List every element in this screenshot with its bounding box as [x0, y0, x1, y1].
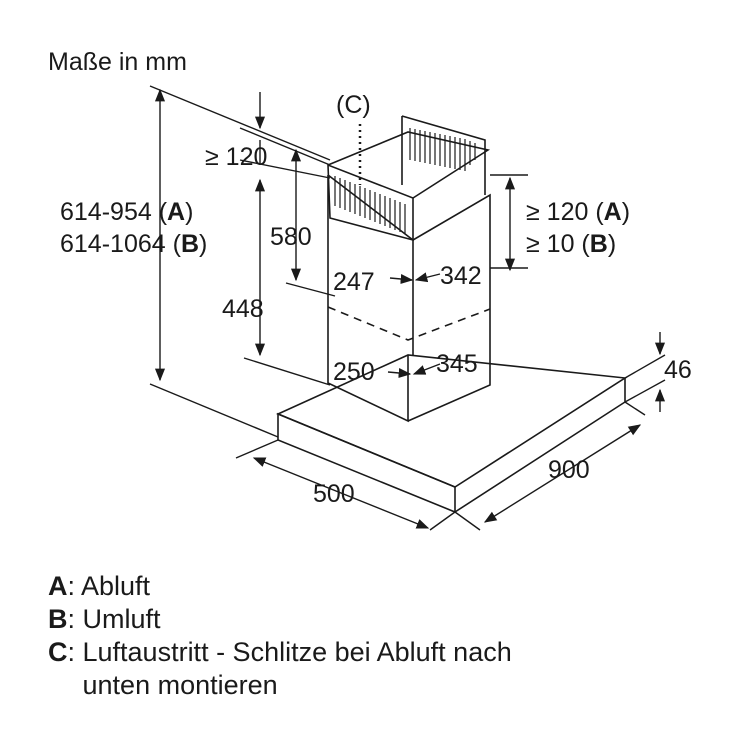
total-height-b-label: 614-1064 (B): [60, 230, 207, 258]
legend-key: C: [48, 637, 68, 667]
lower-depth-label: 250: [333, 358, 375, 386]
legend-text: : Umluft: [67, 604, 161, 634]
dimension-lines: [149, 85, 666, 531]
chimney-joint-dashed: [327, 306, 491, 341]
width-900-label: 900: [548, 456, 590, 484]
right-a-label: ≥ 120 (A): [526, 198, 630, 226]
range-hood-dimension-diagram: Maße in mm: [48, 48, 692, 531]
front-slits: [334, 176, 406, 234]
legend-key: A: [48, 571, 68, 601]
canopy-height-label: 46: [664, 356, 692, 384]
min-120-left-label: ≥ 120: [205, 143, 267, 171]
legend: A: Abluft B: Umluft C: Luftaustritt - Sc…: [48, 570, 728, 702]
duct-box-top: [327, 131, 491, 199]
hood-drawing: [275, 115, 628, 514]
width-900-line: [483, 424, 642, 523]
canopy-front: [277, 412, 456, 514]
height-580-label: 580: [270, 223, 312, 251]
legend-text: : Abluft: [67, 571, 151, 601]
upper-depth-label: 247: [333, 268, 375, 296]
c-marker-label: (C): [336, 91, 371, 119]
total-height-a-label: 614-954 (A): [60, 198, 193, 226]
depth-500-label: 500: [313, 480, 355, 508]
units-label: Maße in mm: [48, 48, 187, 76]
duct-box: [327, 163, 414, 242]
height-448-label: 448: [222, 295, 264, 323]
legend-text: : Luftaustritt - Schlitze bei Abluft nac…: [67, 637, 512, 700]
lower-width-label: 345: [436, 350, 478, 378]
rear-slits: [409, 128, 476, 171]
legend-key: B: [48, 604, 68, 634]
right-b-label: ≥ 10 (B): [526, 230, 616, 258]
legend-item-a: A: Abluft: [48, 570, 728, 603]
lower-chimney: [327, 320, 491, 423]
canopy-side: [454, 378, 626, 513]
legend-item-b: B: Umluft: [48, 603, 728, 636]
upper-width-label: 342: [440, 262, 482, 290]
depth-500-line: [252, 457, 430, 529]
rear-duct-panel: [401, 115, 486, 195]
legend-item-c: C: Luftaustritt - Schlitze bei Abluft na…: [48, 636, 728, 702]
